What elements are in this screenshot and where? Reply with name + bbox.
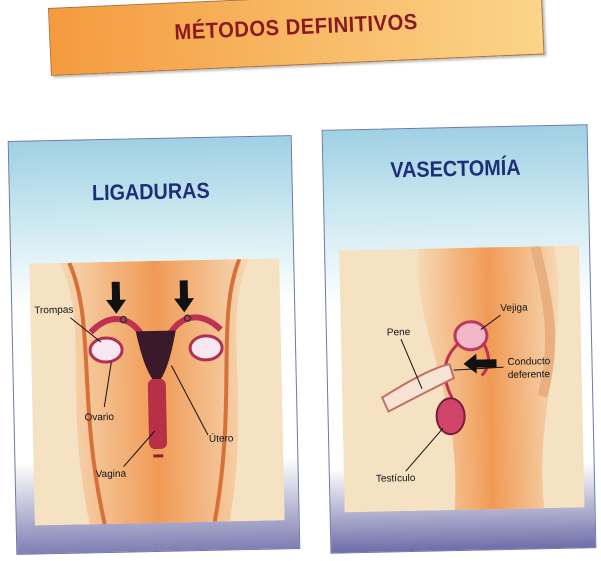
right-ovary	[190, 336, 222, 361]
left-ovary	[90, 338, 122, 363]
label-conducto: Conducto	[507, 356, 550, 368]
label-vagina: Vagina	[96, 469, 127, 481]
label-vejiga: Vejiga	[500, 303, 528, 315]
title-banner: MÉTODOS DEFINITIVOS	[48, 0, 544, 76]
label-trompas: Trompas	[34, 305, 73, 317]
testicle	[436, 398, 465, 435]
label-pene: Pene	[387, 327, 411, 338]
bladder	[455, 321, 488, 350]
page-title: MÉTODOS DEFINITIVOS	[69, 4, 522, 50]
label-utero: Útero	[209, 431, 234, 445]
ligaduras-illustration: Trompas Ovario Útero Vagina	[29, 258, 284, 525]
label-deferente: deferente	[508, 369, 551, 381]
label-ovario: Ovario	[84, 412, 114, 424]
vasectomia-title: VASECTOMÍA	[336, 154, 574, 185]
label-testiculo: Testículo	[376, 473, 416, 485]
ligaduras-title: LIGADURAS	[24, 176, 278, 207]
vasectomia-illustration: Pene Vejiga Conducto deferente Testículo	[339, 245, 584, 512]
ligaduras-panel: LIGADURAS	[8, 135, 301, 555]
vagina-canal	[148, 379, 167, 449]
vasectomia-panel: VASECTOMÍA	[322, 124, 597, 553]
